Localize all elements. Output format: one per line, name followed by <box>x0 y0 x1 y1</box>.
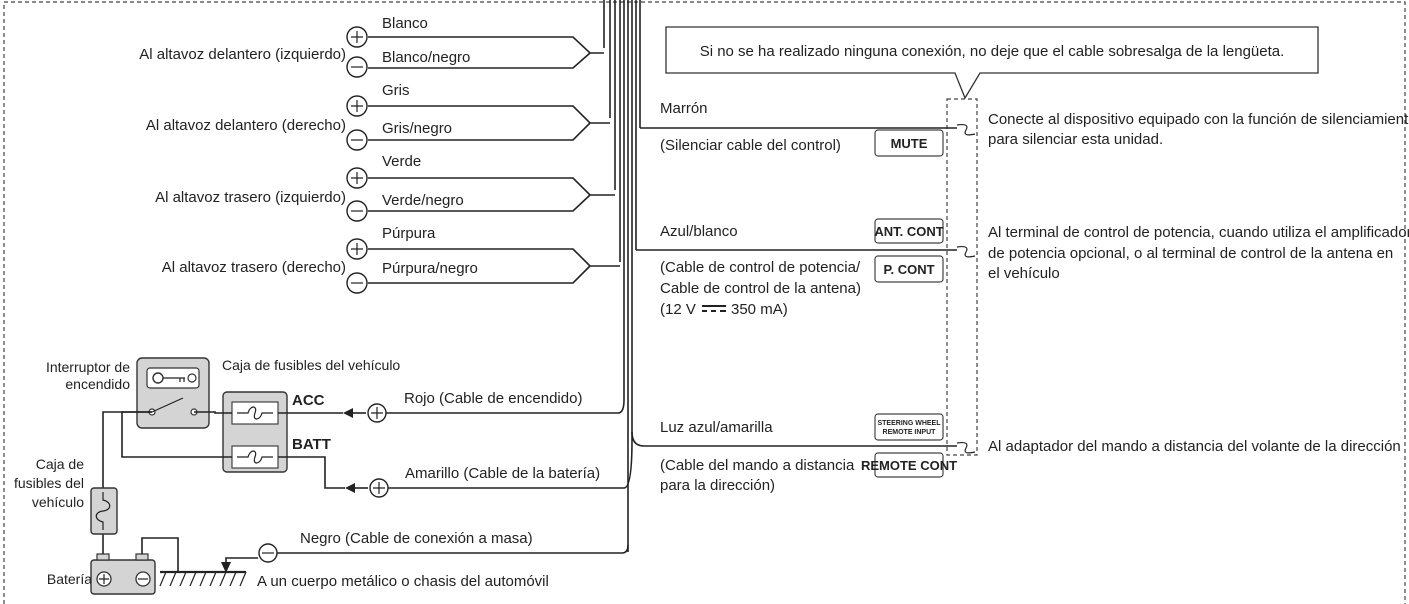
plus-wire-label: Gris <box>382 82 410 99</box>
remote-cont-tag-text: REMOTE CONT <box>861 458 957 473</box>
small-fuse-box-label-3: vehículo <box>32 494 84 510</box>
callout-note: Si no se ha realizado ninguna conexión, … <box>665 26 1319 100</box>
steering-wheel-tag-text-2: REMOTE INPUT <box>883 429 937 436</box>
speaker-rear-right: Al altavoz trasero (derecho) Púrpura Púr… <box>162 225 620 294</box>
speaker-location: Al altavoz delantero (derecho) <box>146 117 346 134</box>
pcont-note-3: el vehículo <box>988 265 1060 282</box>
fuse-icon <box>95 492 111 530</box>
outer-frame <box>3 1 1406 604</box>
p-cont-tag-text: P. CONT <box>883 262 934 277</box>
mute-note-2: para silenciar esta unidad. <box>988 131 1163 148</box>
mute-wire: Marrón (Silenciar cable del control) MUT… <box>640 100 1409 157</box>
vehicle-fuse-box: Caja de fusibles del vehículo ACC BATT <box>222 357 400 473</box>
mute-note-1: Conecte al dispositivo equipado con la f… <box>988 111 1409 128</box>
remote-desc-1: (Cable del mando a distancia <box>660 457 855 474</box>
speaker-location: Al altavoz trasero (izquierdo) <box>155 189 346 206</box>
steering-wheel-tag-text-1: STEERING WHEEL <box>877 420 941 427</box>
plus-wire-label: Púrpura <box>382 225 436 242</box>
plus-wire-label: Verde <box>382 153 421 170</box>
red-wire-label: Rojo (Cable de encendido) <box>404 390 582 407</box>
mute-tag <box>874 129 944 157</box>
red-wire: Rojo (Cable de encendido) <box>343 390 625 423</box>
remote-wire: Luz azul/amarilla (Cable del mando a dis… <box>631 413 1401 494</box>
small-fuse-box: Caja de fusibles del vehículo <box>14 456 118 535</box>
fuse-icon <box>237 450 273 464</box>
speaker-location: Al altavoz trasero (derecho) <box>162 259 346 276</box>
speaker-front-right: Al altavoz delantero (derecho) Gris Gris… <box>146 82 610 151</box>
acc-label: ACC <box>292 392 325 409</box>
p-cont-tag <box>874 255 944 283</box>
mute-desc: (Silenciar cable del control) <box>660 137 841 154</box>
ignition-switch-label-1: Interruptor de <box>46 359 130 375</box>
dc-symbol-icon <box>702 305 726 312</box>
fuse-icon <box>237 406 273 420</box>
small-fuse-box-label-2: fusibles del <box>14 475 84 491</box>
ant-cont-tag-text: ANT. CONT <box>874 224 943 239</box>
remote-cont-tag <box>874 452 944 478</box>
minus-wire-label: Verde/negro <box>382 192 464 209</box>
pcont-note-2: de potencia opcional, o al terminal de c… <box>988 245 1393 262</box>
ignition-switch-label-2: encendido <box>65 376 130 392</box>
minus-wire-label: Gris/negro <box>382 120 452 137</box>
remote-desc-2: para la dirección) <box>660 477 775 494</box>
ground-wire-label: Negro (Cable de conexión a masa) <box>300 530 533 547</box>
steering-wheel-tag <box>874 413 944 441</box>
pcont-wire: Azul/blanco (Cable de control de potenci… <box>636 218 1409 318</box>
ground-target-label: A un cuerpo metálico o chasis del automó… <box>257 573 549 590</box>
pcont-desc-2: Cable de control de la antena) <box>660 280 861 297</box>
pcont-note-1: Al terminal de control de potencia, cuan… <box>988 224 1409 241</box>
minus-wire-label: Púrpura/negro <box>382 260 478 277</box>
speaker-rear-left: Al altavoz trasero (izquierdo) Verde Ver… <box>155 153 615 222</box>
remote-wire-label: Luz azul/amarilla <box>660 419 773 436</box>
speaker-front-left: Al altavoz delantero (izquierdo) Blanco … <box>139 15 604 78</box>
ground-wire: Negro (Cable de conexión a masa) A un cu… <box>221 530 629 590</box>
ant-cont-tag <box>874 218 944 244</box>
battery-label: Batería <box>47 571 92 587</box>
ground-symbol <box>159 570 247 587</box>
connector-frame <box>946 98 978 456</box>
pcont-wire-label: Azul/blanco <box>660 223 738 240</box>
batt-label: BATT <box>292 436 331 453</box>
harness-bundle <box>603 0 641 552</box>
pcont-desc-1: (Cable de control de potencia/ <box>660 259 861 276</box>
power-wiring <box>102 411 345 558</box>
mute-tag-text: MUTE <box>891 136 928 151</box>
remote-note: Al adaptador del mando a distancia del v… <box>988 438 1401 455</box>
vehicle-fuse-box-label: Caja de fusibles del vehículo <box>222 357 400 373</box>
small-fuse-box-label-1: Caja de <box>36 456 84 472</box>
battery: Batería <box>47 537 179 595</box>
pcont-spec-post: 350 mA) <box>731 301 788 318</box>
yellow-wire-label: Amarillo (Cable de la batería) <box>405 465 600 482</box>
minus-wire-label: Blanco/negro <box>382 49 470 66</box>
pcont-spec-pre: (12 V <box>660 301 696 318</box>
plus-wire-label: Blanco <box>382 15 428 32</box>
yellow-wire: Amarillo (Cable de la batería) <box>345 439 633 498</box>
mute-wire-label: Marrón <box>660 100 708 117</box>
ignition-switch: Interruptor de encendido <box>46 357 210 429</box>
speaker-location: Al altavoz delantero (izquierdo) <box>139 46 346 63</box>
callout-text: Si no se ha realizado ninguna conexión, … <box>700 43 1285 60</box>
